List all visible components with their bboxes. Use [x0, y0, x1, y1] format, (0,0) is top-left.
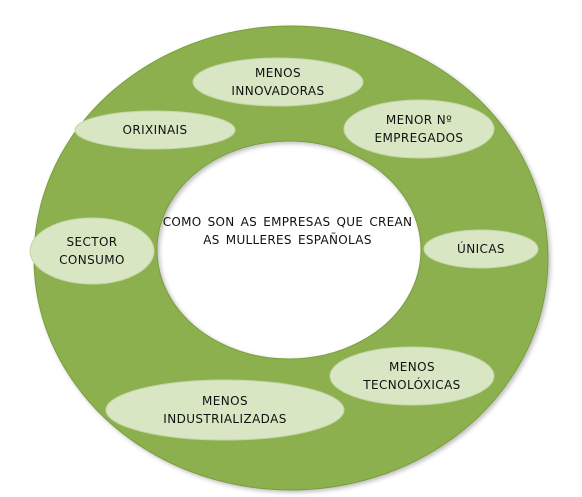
item-menos-innovadoras: MENOS INNOVADORAS	[231, 66, 325, 98]
item-menos-industrializadas: MENOS INDUSTRIALIZADAS	[163, 394, 287, 426]
pill-shape-menos-industrializadas	[105, 379, 345, 441]
item-menor-empregados: MENOR Nº EMPREGADOS	[374, 113, 464, 145]
pill-shape-menor-empregados	[343, 99, 495, 159]
pill-shape-menos-innovadoras	[192, 57, 364, 107]
pill-shape-orixinais	[74, 110, 236, 150]
item-menos-tecnoloxicas: MENOS TECNOLÓXICAS	[363, 360, 461, 392]
item-unicas: ÚNICAS	[457, 242, 505, 256]
pill-shape-sector-consumo	[29, 217, 155, 285]
center-label: COMO SON AS EMPRESAS QUE CREAN AS MULLER…	[162, 215, 413, 247]
item-sector-consumo: SECTOR CONSUMO	[59, 235, 125, 267]
pill-shape-unicas	[423, 229, 539, 269]
pill-shape-menos-tecnoloxicas	[329, 346, 495, 406]
item-orixinais: ORIXINAIS	[122, 123, 188, 137]
